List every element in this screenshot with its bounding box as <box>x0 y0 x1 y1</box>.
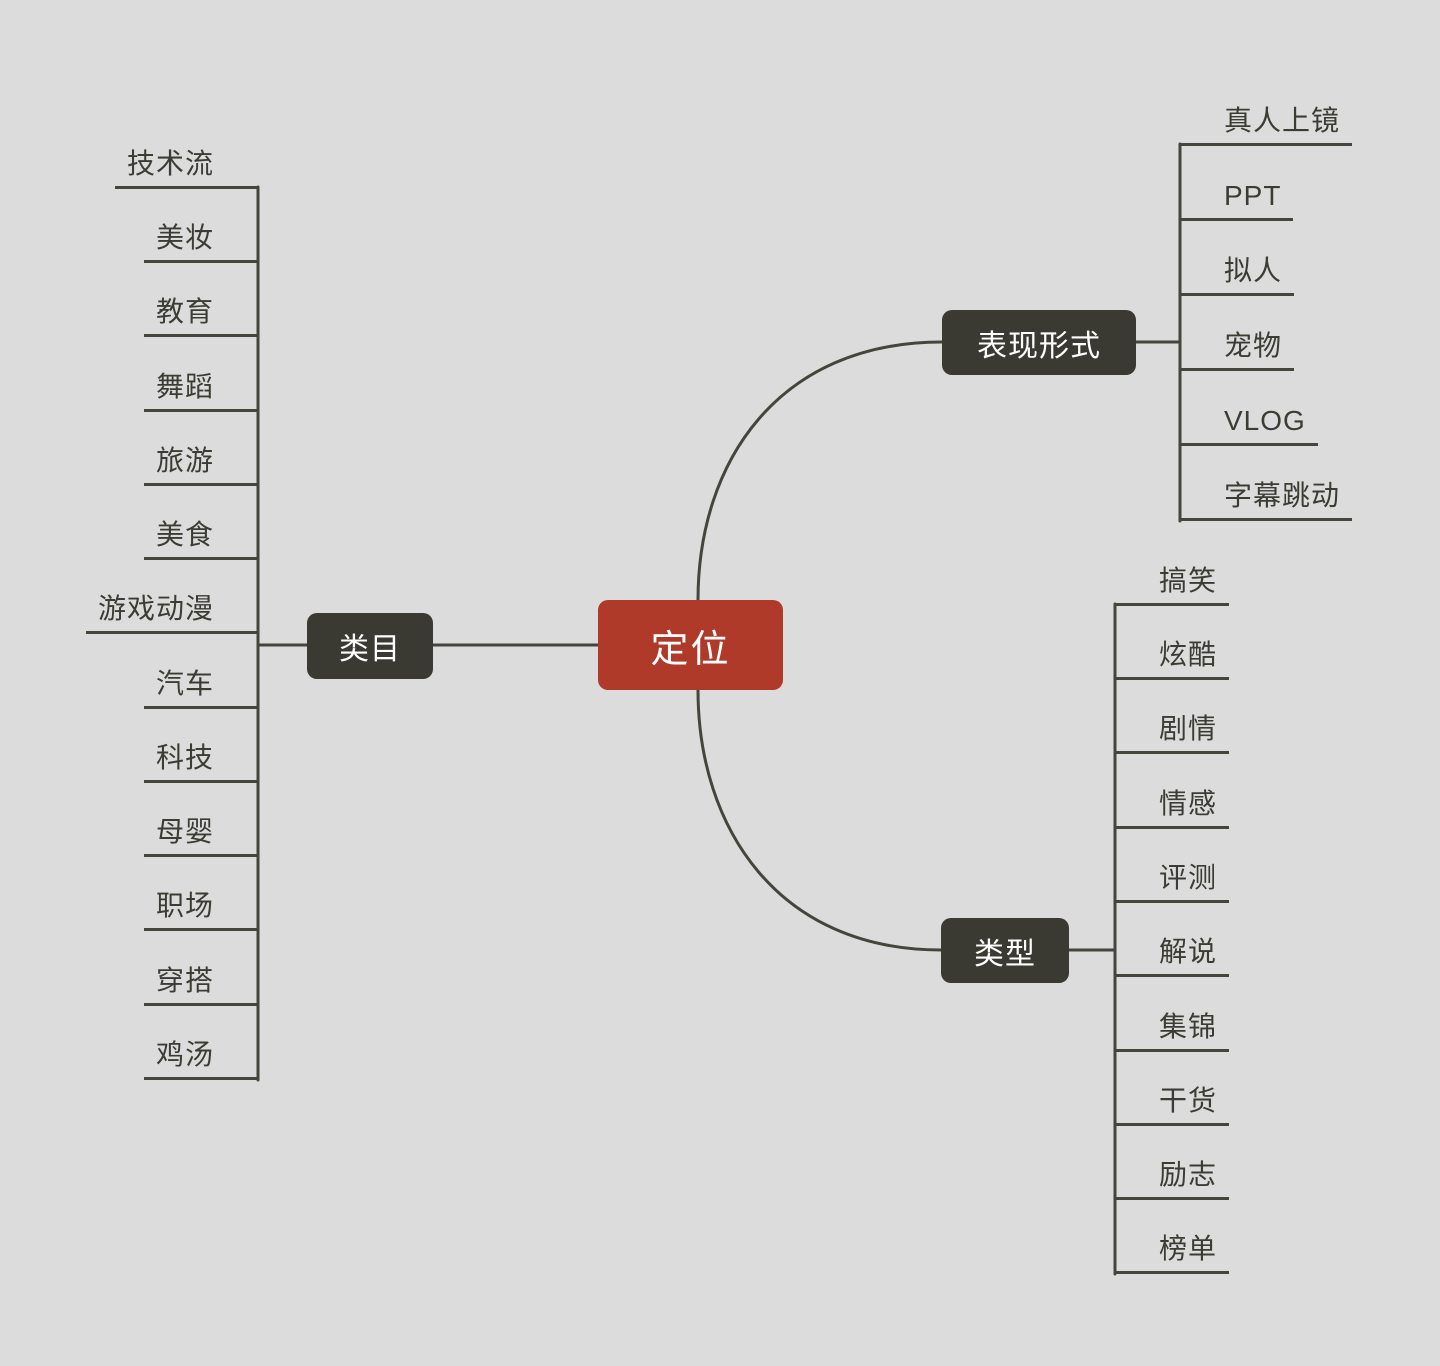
leaf-node[interactable]: 炫酷 <box>1115 633 1230 680</box>
branch-type[interactable]: 类型 <box>941 918 1069 983</box>
leaf-node[interactable]: 搞笑 <box>1115 559 1230 606</box>
branch-category-label: 类目 <box>339 633 401 666</box>
connector-root-type <box>696 688 943 952</box>
leaf-node[interactable]: PPT <box>1180 174 1294 221</box>
leaf-node[interactable]: 鸡汤 <box>143 1033 258 1080</box>
root-label: 定位 <box>650 628 731 671</box>
branch-category[interactable]: 类目 <box>307 613 433 679</box>
leaf-node[interactable]: 舞蹈 <box>143 365 258 412</box>
leaf-node[interactable]: 干货 <box>1115 1079 1230 1126</box>
leaf-node[interactable]: 穿搭 <box>143 959 258 1006</box>
leaf-node[interactable]: 励志 <box>1115 1153 1230 1200</box>
leaf-node[interactable]: 评测 <box>1115 856 1230 903</box>
branch-type-label: 类型 <box>974 937 1036 971</box>
branch-presentation-form-label: 表现形式 <box>977 329 1101 363</box>
leaf-node[interactable]: 榜单 <box>1115 1227 1230 1274</box>
leaf-node[interactable]: 解说 <box>1115 930 1230 977</box>
leaf-node[interactable]: 教育 <box>143 290 258 337</box>
leaf-node[interactable]: 剧情 <box>1115 707 1230 754</box>
leaf-node[interactable]: 科技 <box>143 736 258 783</box>
leaf-node[interactable]: 情感 <box>1115 782 1230 829</box>
leaf-node[interactable]: 拟人 <box>1180 249 1295 296</box>
leaf-node[interactable]: 职场 <box>143 884 258 931</box>
leaf-node[interactable]: 字幕跳动 <box>1180 474 1353 521</box>
leaf-node[interactable]: 宠物 <box>1180 324 1295 371</box>
leaf-node[interactable]: 母婴 <box>143 810 258 857</box>
leaf-node[interactable]: 汽车 <box>143 662 258 709</box>
branch-presentation-form[interactable]: 表现形式 <box>942 310 1136 375</box>
leaf-node[interactable]: 集锦 <box>1115 1005 1230 1052</box>
leaf-node[interactable]: VLOG <box>1180 399 1318 446</box>
leaf-node[interactable]: 美食 <box>143 513 258 560</box>
root-node[interactable]: 定位 <box>598 600 783 690</box>
leaf-node[interactable]: 技术流 <box>114 142 258 189</box>
leaf-node[interactable]: 旅游 <box>143 439 258 486</box>
leaf-node[interactable]: 游戏动漫 <box>85 587 258 634</box>
leaf-node[interactable]: 美妆 <box>143 216 258 263</box>
connector-root-presentation <box>696 340 944 602</box>
leaf-node[interactable]: 真人上镜 <box>1180 99 1353 146</box>
